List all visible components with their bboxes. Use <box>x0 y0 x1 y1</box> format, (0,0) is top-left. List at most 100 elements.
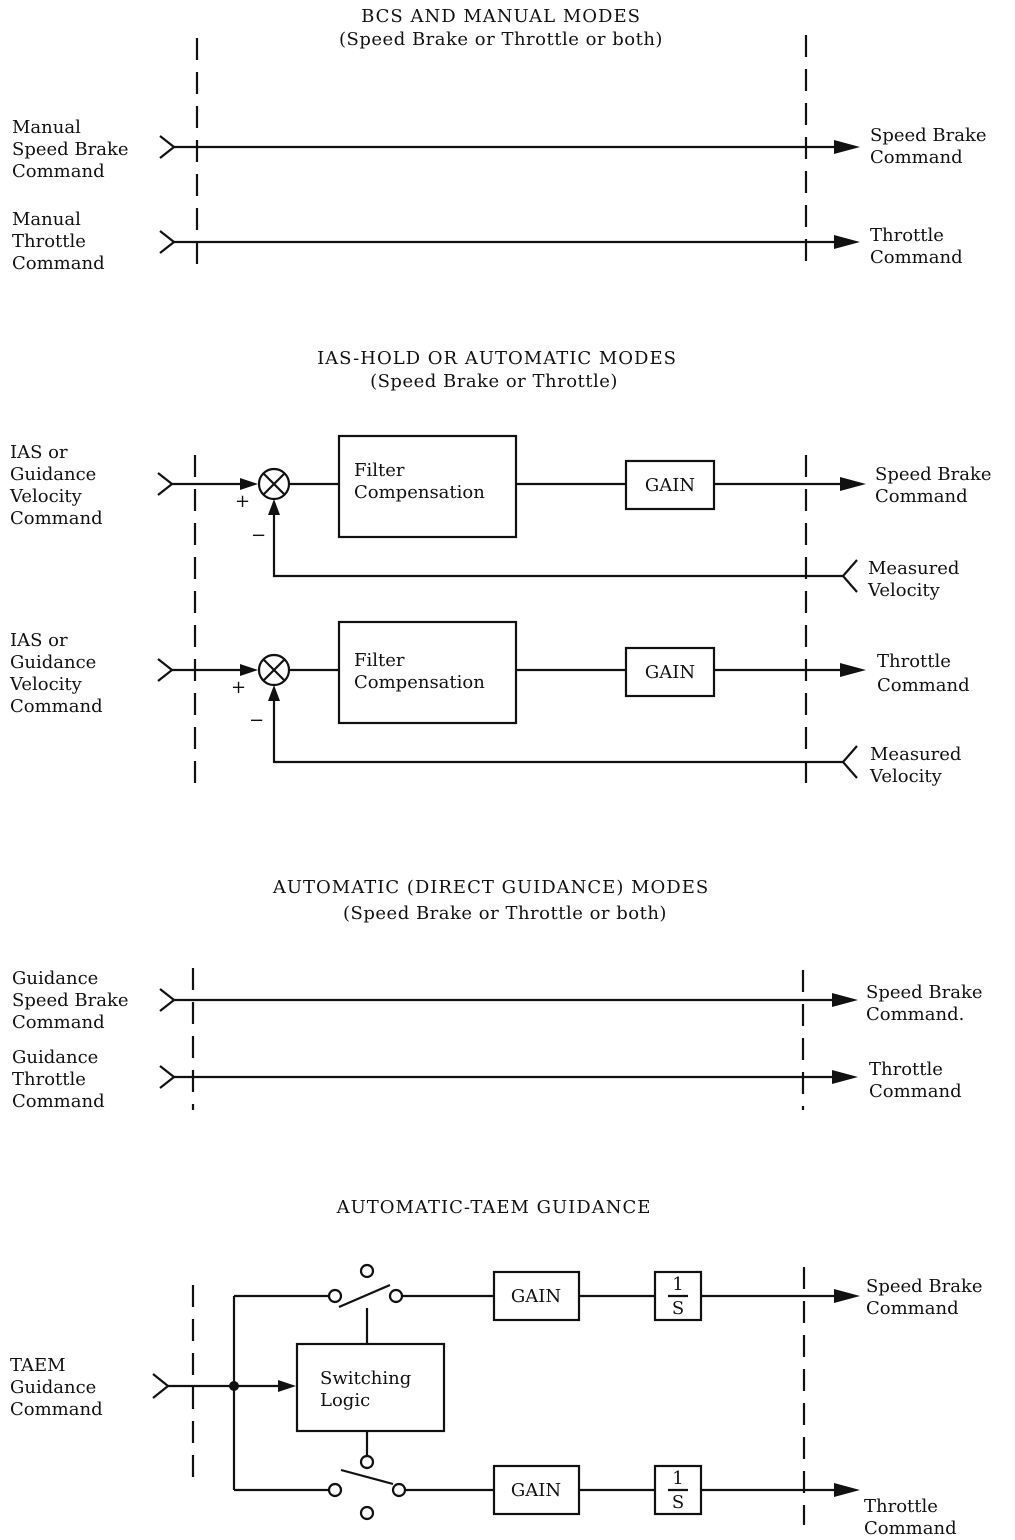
svg-text:IAS or: IAS or <box>10 442 68 463</box>
svg-text:Velocity: Velocity <box>867 580 941 601</box>
input-connector-chevron <box>157 472 174 496</box>
measured-velocity-feedback-label: Measured Velocity <box>867 558 959 601</box>
taem-guidance-command-input-label: TAEM Guidance Command <box>10 1355 103 1420</box>
throttle-velocity-loop: IAS or Guidance Velocity Command + − Fil… <box>9 620 970 787</box>
arrow-head <box>268 685 280 701</box>
svg-text:Velocity: Velocity <box>9 674 83 695</box>
throttle-switch <box>327 1431 407 1521</box>
measured-velocity-feedback-label: Measured Velocity <box>869 744 961 787</box>
integrator-denominator: S <box>672 1298 684 1319</box>
integrator-denominator: S <box>672 1492 684 1513</box>
arrow-head <box>268 499 280 515</box>
feedback-connector-chevron <box>841 745 858 779</box>
section-title: IAS-HOLD OR AUTOMATIC MODES <box>317 348 677 369</box>
speed-brake-velocity-loop: IAS or Guidance Velocity Command + − Fil… <box>9 434 992 601</box>
velocity-command-input-label: IAS or Guidance Velocity Command <box>9 630 103 717</box>
svg-text:Command: Command <box>866 1298 959 1319</box>
svg-text:Throttle: Throttle <box>12 231 86 252</box>
integrator-numerator: 1 <box>672 1468 683 1489</box>
guidance-throttle-input-label: Guidance Throttle Command <box>12 1047 105 1112</box>
manual-throttle-input-label: Manual Throttle Command <box>12 209 105 274</box>
svg-text:Guidance: Guidance <box>12 1047 98 1068</box>
section-subtitle: (Speed Brake or Throttle or both) <box>339 29 663 50</box>
svg-text:Command.: Command. <box>866 1004 964 1025</box>
gain-block-label: GAIN <box>645 662 695 683</box>
arrow-head <box>240 664 258 676</box>
svg-text:TAEM: TAEM <box>10 1355 66 1376</box>
feedback-connector-chevron <box>841 559 858 593</box>
plus-sign: + <box>235 491 250 512</box>
svg-text:Speed Brake: Speed Brake <box>866 982 983 1003</box>
manual-speed-brake-input-label: Manual Speed Brake Command <box>12 117 129 182</box>
gain-block-label: GAIN <box>511 1286 561 1307</box>
svg-text:Throttle: Throttle <box>864 1496 938 1517</box>
svg-text:Throttle: Throttle <box>870 225 944 246</box>
integrator-block <box>653 1270 703 1322</box>
svg-text:Command: Command <box>864 1518 957 1539</box>
svg-text:Guidance: Guidance <box>10 652 96 673</box>
svg-text:Guidance: Guidance <box>12 968 98 989</box>
plus-sign: + <box>231 677 246 698</box>
arrow-head <box>832 1070 858 1084</box>
throttle-command-output-label: Throttle Command <box>877 651 970 696</box>
arrow-head <box>834 140 860 154</box>
speed-brake-command-output-label: Speed Brake Command <box>866 1276 983 1319</box>
throttle-command-output-label: Throttle Command <box>869 1059 962 1102</box>
svg-text:Speed Brake: Speed Brake <box>875 464 992 485</box>
svg-text:Guidance: Guidance <box>10 464 96 485</box>
gain-block <box>624 646 716 698</box>
feedback-line <box>272 512 843 578</box>
section-bcs-manual-modes: BCS AND MANUAL MODES (Speed Brake or Thr… <box>12 6 987 274</box>
arrow-head <box>840 477 866 491</box>
switching-logic-label: Switching <box>320 1368 411 1389</box>
arrow-head <box>278 1380 296 1392</box>
input-connector-chevron <box>159 988 176 1012</box>
svg-text:Throttle: Throttle <box>877 651 951 672</box>
feedback-line <box>272 698 843 764</box>
guidance-speed-brake-input-label: Guidance Speed Brake Command <box>12 968 129 1033</box>
svg-text:Command: Command <box>10 1399 103 1420</box>
gain-block <box>492 1464 581 1516</box>
velocity-command-input-label: IAS or Guidance Velocity Command <box>9 442 103 529</box>
arrow-head <box>240 478 258 490</box>
svg-text:Command: Command <box>12 1091 105 1112</box>
filter-block-label: Compensation <box>354 672 485 693</box>
svg-text:Command: Command <box>870 147 963 168</box>
section-taem-guidance: AUTOMATIC-TAEM GUIDANCE TAEM Guidance Co… <box>10 1197 983 1539</box>
svg-text:Manual: Manual <box>12 209 81 230</box>
svg-text:Throttle: Throttle <box>869 1059 943 1080</box>
svg-text:Speed Brake: Speed Brake <box>866 1276 983 1297</box>
svg-text:Speed Brake: Speed Brake <box>870 125 987 146</box>
svg-text:Measured: Measured <box>868 558 959 579</box>
input-connector-chevron <box>159 135 176 159</box>
svg-text:Velocity: Velocity <box>869 766 943 787</box>
speed-brake-command-output-label: Speed Brake Command <box>870 125 987 168</box>
speed-brake-switch <box>327 1263 404 1344</box>
section-title: AUTOMATIC (DIRECT GUIDANCE) MODES <box>272 877 709 898</box>
svg-text:Command: Command <box>10 508 103 529</box>
gain-block-label: GAIN <box>511 1480 561 1501</box>
filter-compensation-block <box>337 620 518 725</box>
svg-text:IAS or: IAS or <box>10 630 68 651</box>
svg-text:Speed Brake: Speed Brake <box>12 990 129 1011</box>
section-title: AUTOMATIC-TAEM GUIDANCE <box>336 1197 652 1218</box>
summing-junction <box>257 467 291 501</box>
svg-text:Command: Command <box>870 247 963 268</box>
input-connector-chevron <box>159 1065 176 1089</box>
switching-logic-label: Logic <box>320 1390 370 1411</box>
section-subtitle: (Speed Brake or Throttle) <box>370 371 618 392</box>
throttle-command-output-label: Throttle Command <box>870 225 963 268</box>
svg-text:Command: Command <box>10 696 103 717</box>
filter-block-label: Compensation <box>354 482 485 503</box>
section-title: BCS AND MANUAL MODES <box>361 6 641 27</box>
svg-text:Throttle: Throttle <box>12 1069 86 1090</box>
svg-text:Command: Command <box>12 161 105 182</box>
svg-text:Command: Command <box>875 486 968 507</box>
arrow-head <box>834 1289 860 1303</box>
minus-sign: − <box>249 710 264 731</box>
arrow-head <box>832 993 858 1007</box>
filter-block-label: Filter <box>354 460 405 481</box>
svg-text:Command: Command <box>12 253 105 274</box>
